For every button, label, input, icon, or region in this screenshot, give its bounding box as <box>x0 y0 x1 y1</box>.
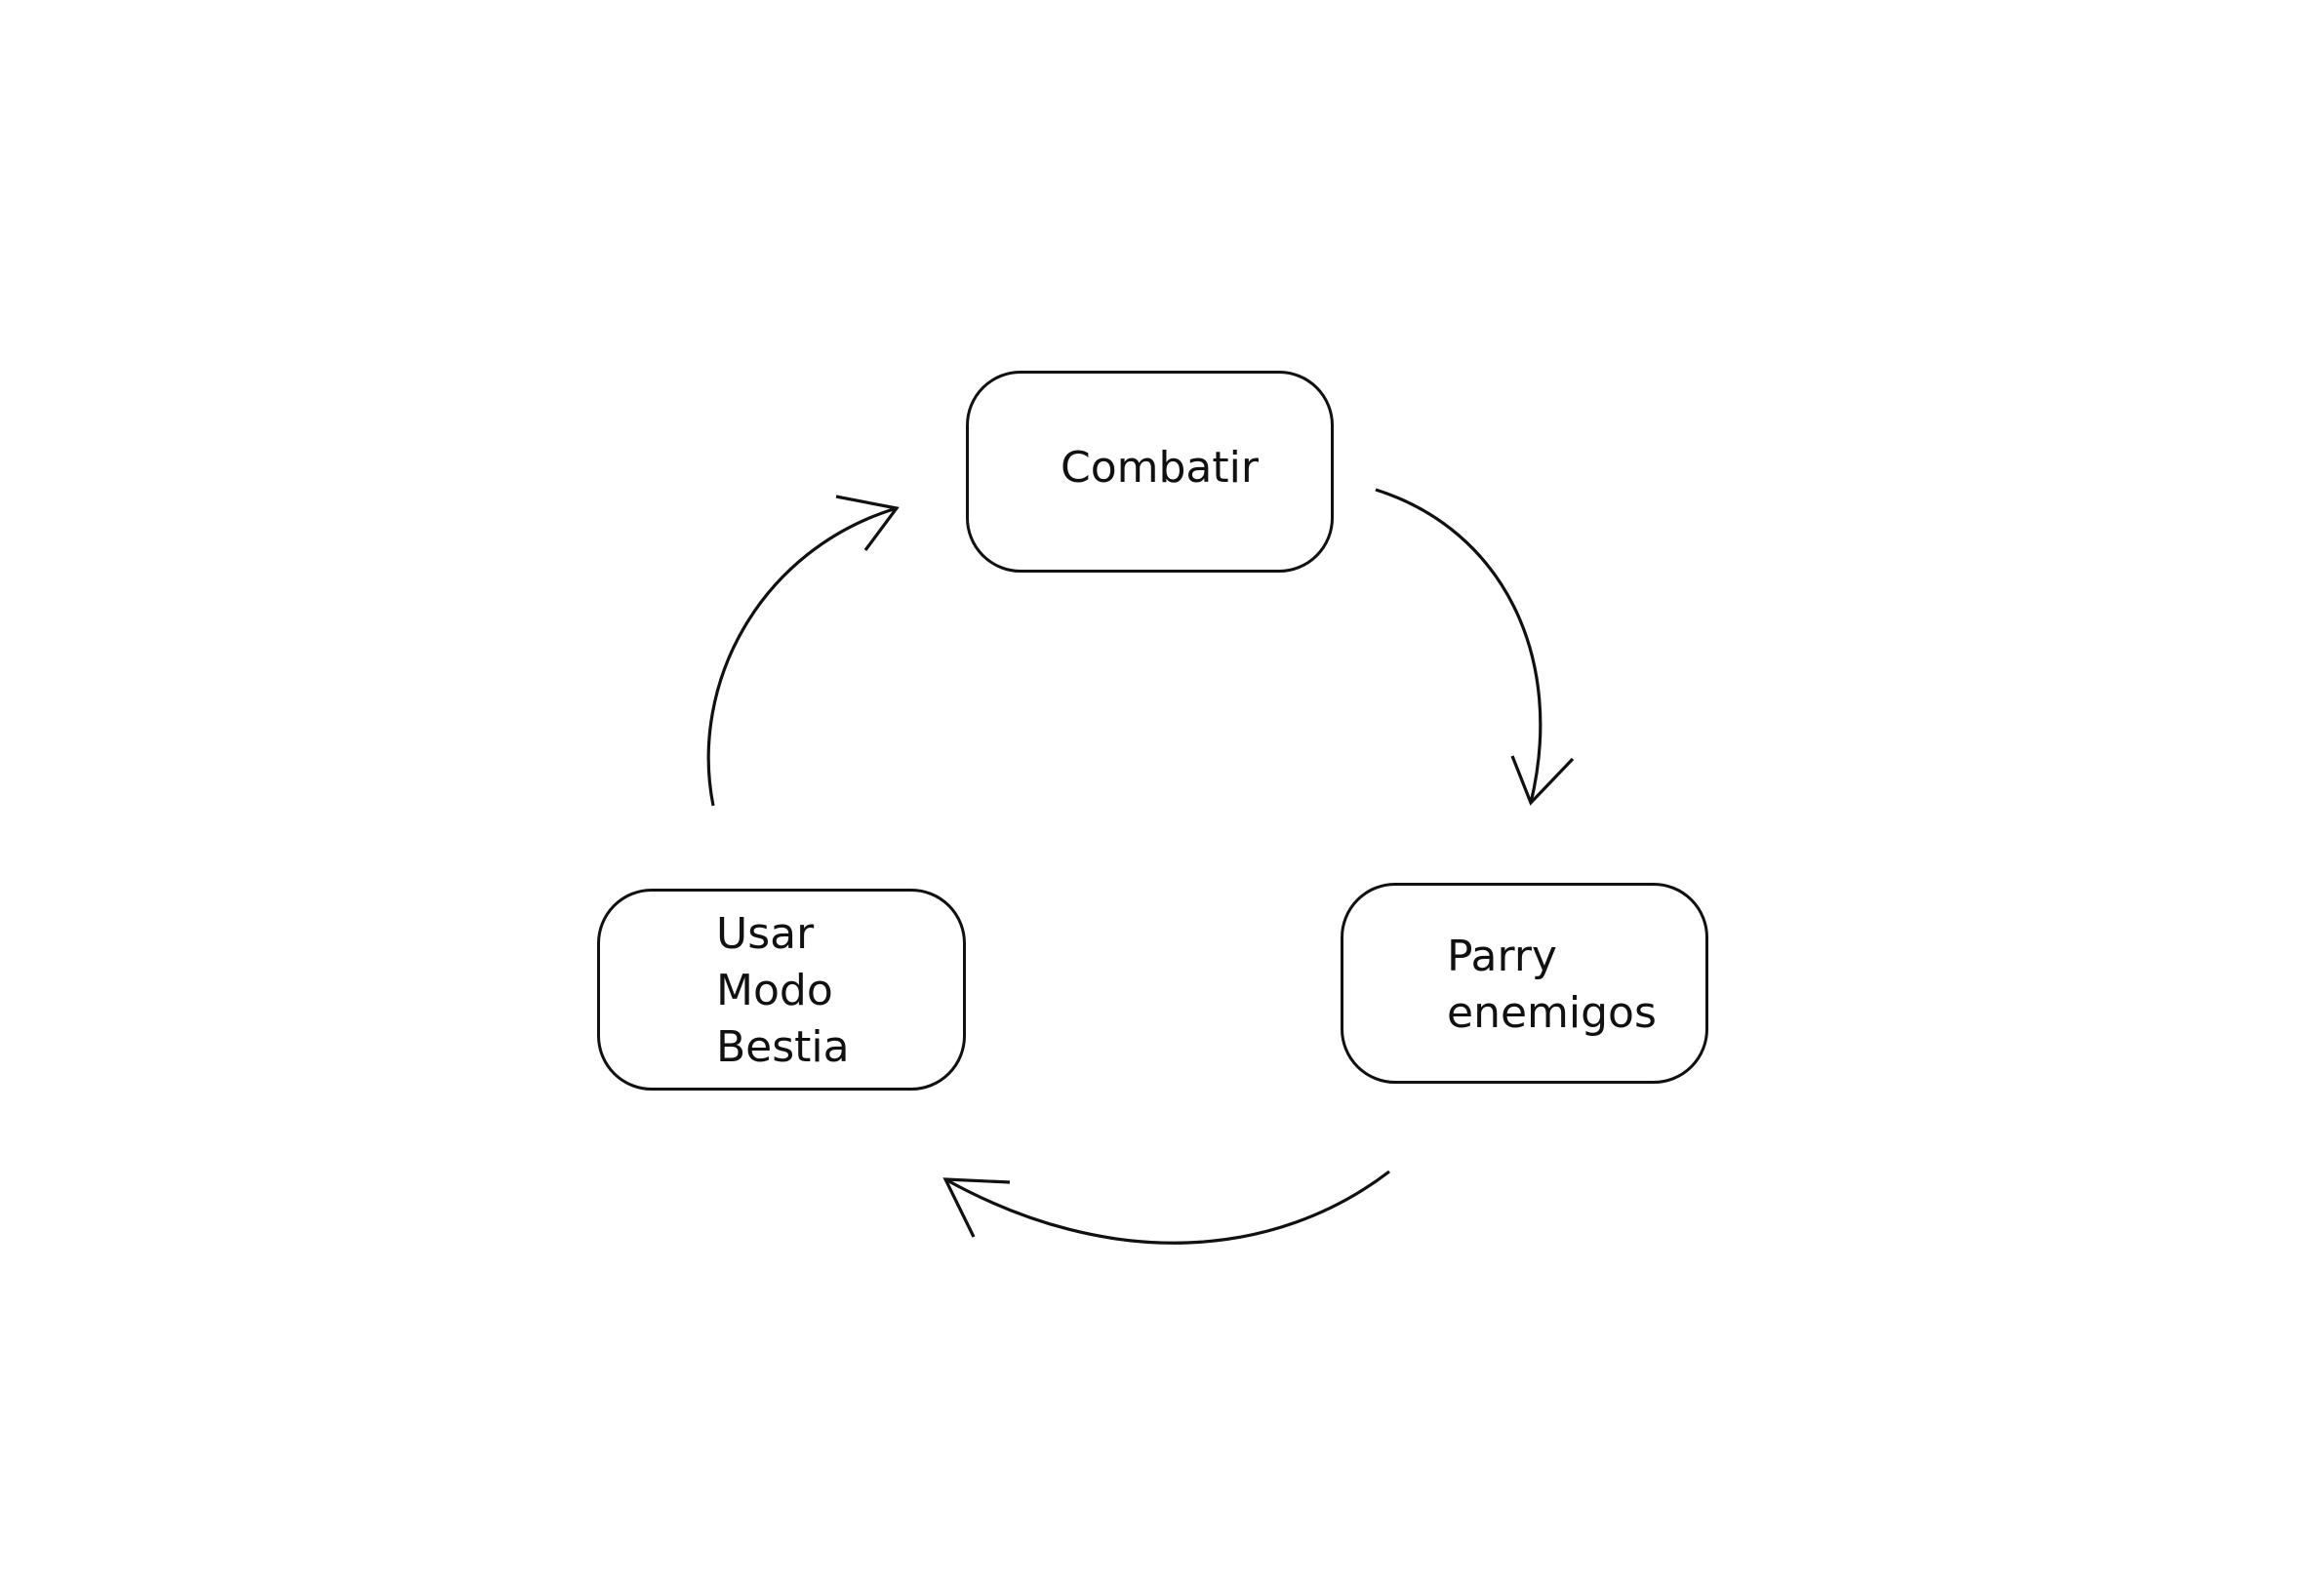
arrow-bestia-to-combatir <box>706 495 900 807</box>
arrow-combatir-to-parry <box>1375 488 1575 806</box>
arrow-parry-to-bestia-curve <box>944 1170 1390 1245</box>
node-usar-modo-bestia: Usar Modo Bestia <box>597 889 966 1091</box>
arrow-parry-to-bestia <box>942 1170 1390 1245</box>
arrow-bestia-to-combatir-curve <box>706 506 898 807</box>
arrow-parry-to-bestia-head <box>942 1177 1011 1238</box>
node-combatir-label: Combatir <box>1061 443 1259 493</box>
node-combatir: Combatir <box>966 371 1334 573</box>
arrow-combatir-to-parry-curve <box>1375 488 1543 804</box>
arrow-bestia-to-combatir-head <box>835 495 900 551</box>
arrow-combatir-to-parry-head <box>1510 755 1575 806</box>
node-parry-enemigos-label: Parry enemigos <box>1447 932 1657 1038</box>
node-parry-enemigos: Parry enemigos <box>1341 883 1708 1084</box>
node-usar-modo-bestia-label: Usar Modo Bestia <box>716 909 850 1072</box>
